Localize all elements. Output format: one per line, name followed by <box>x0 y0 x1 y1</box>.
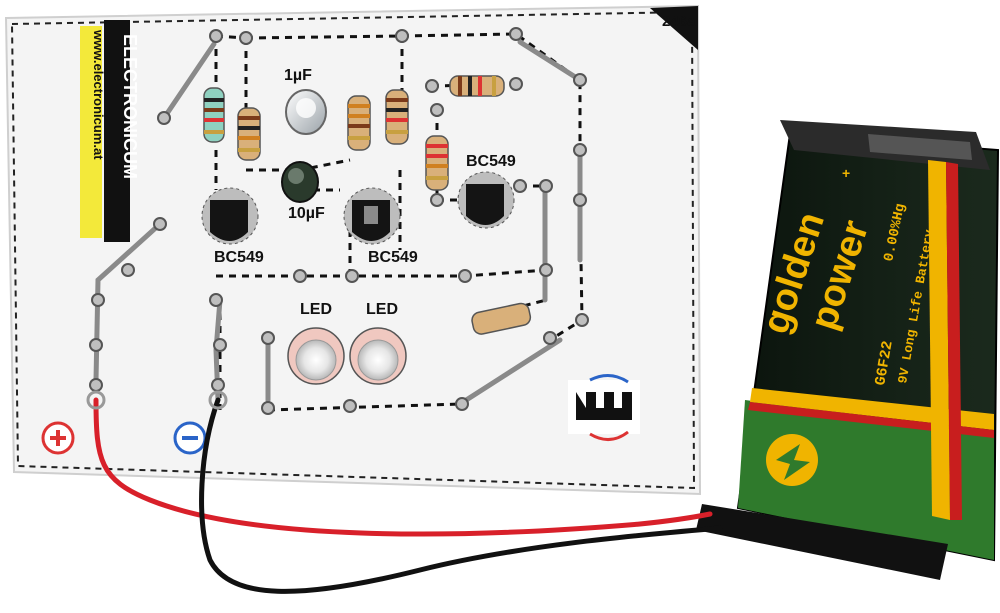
circuit-board <box>4 4 702 496</box>
label-led-1: LED <box>300 301 332 318</box>
minus-terminal-mark <box>173 421 207 455</box>
label-1uf: 1µF <box>284 67 312 84</box>
led-2 <box>349 327 407 385</box>
transistor-1 <box>201 187 259 245</box>
rotation-logo <box>568 374 640 441</box>
brand-url: www.electronicum.at <box>91 29 106 160</box>
label-led-2: LED <box>366 301 398 318</box>
resistor-6 <box>425 135 449 191</box>
solder-holes <box>89 27 589 415</box>
led-1 <box>287 327 345 385</box>
label-bc549-1: BC549 <box>214 249 264 266</box>
resistor-3 <box>347 95 371 151</box>
brand-text: ELECTRONICUM <box>120 34 140 179</box>
capacitor-1uf <box>285 89 327 135</box>
transistors <box>201 171 515 245</box>
board-code: 246a <box>662 13 696 30</box>
capacitors <box>281 89 327 203</box>
transistor-3 <box>457 171 515 229</box>
battery-wires <box>86 390 723 594</box>
battery-plus-mark: + <box>842 165 850 181</box>
transistor-2 <box>343 187 401 245</box>
battery <box>736 120 1000 562</box>
resistor-1 <box>203 87 225 143</box>
label-10uf: 10µF <box>288 205 325 222</box>
label-bc549-2: BC549 <box>368 249 418 266</box>
resistor-4 <box>385 89 409 145</box>
brand-strip <box>80 20 130 242</box>
battery-snap <box>696 504 948 580</box>
plus-terminal-mark <box>41 421 75 455</box>
label-bc549-3: BC549 <box>466 153 516 170</box>
capacitor-10uf <box>281 161 319 203</box>
resistors <box>203 75 532 335</box>
board-texts: 246a 1µF 10µF BC549 BC549 BC549 LED LED … <box>91 13 696 318</box>
resistor-7 <box>471 302 532 335</box>
resistor-2 <box>237 107 261 161</box>
resistor-5 <box>449 75 505 97</box>
leds <box>287 327 407 385</box>
